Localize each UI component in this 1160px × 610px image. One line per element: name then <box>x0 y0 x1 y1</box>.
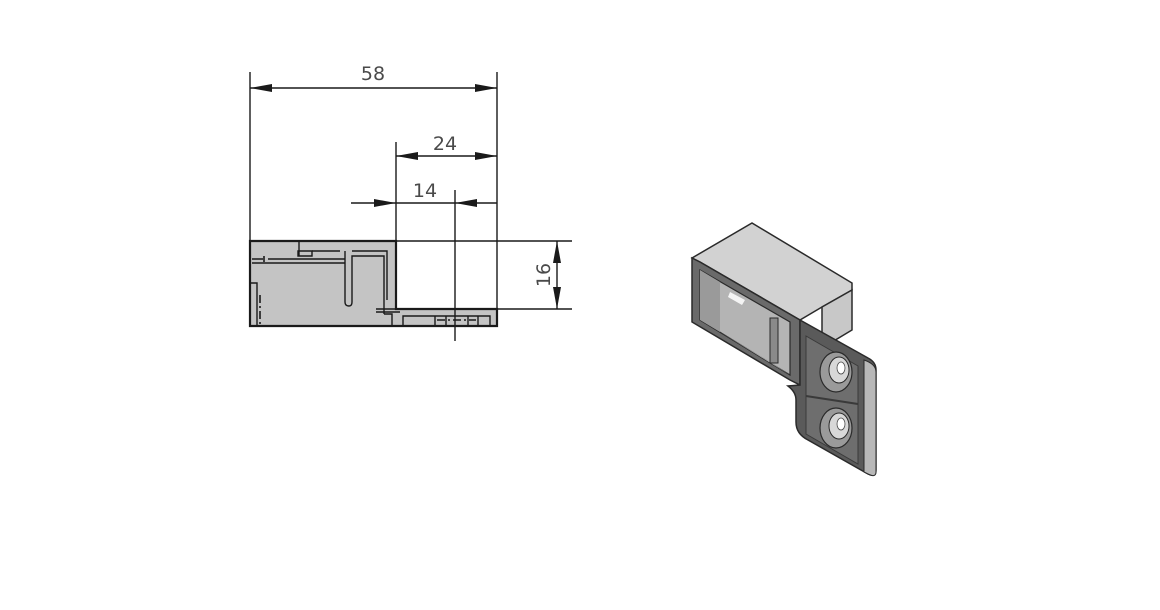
dimension-58: 58 <box>250 63 497 92</box>
dimensions: 58 24 14 16 <box>249 63 561 341</box>
dimension-label-14: 14 <box>413 180 437 202</box>
isometric-bracket-view <box>690 222 877 477</box>
dimension-label-24: 24 <box>433 133 457 155</box>
part-body-fill <box>250 241 396 326</box>
dimension-14: 14 <box>351 180 497 207</box>
iso-plate-rib <box>805 395 859 405</box>
dimension-label-16: 16 <box>533 263 555 287</box>
iso-screw-hole-bottom <box>819 407 853 449</box>
dimension-label-58: 58 <box>361 63 385 85</box>
iso-screw-hole-top <box>819 351 853 393</box>
iso-inner-rib <box>769 317 779 364</box>
iso-plate-rim <box>863 359 877 477</box>
dimension-16: 16 <box>533 241 561 309</box>
dimension-24: 24 <box>396 133 497 160</box>
iso-opening-inner-wall <box>700 270 720 332</box>
iso-inner-highlight <box>728 292 745 305</box>
side-view <box>248 239 572 328</box>
